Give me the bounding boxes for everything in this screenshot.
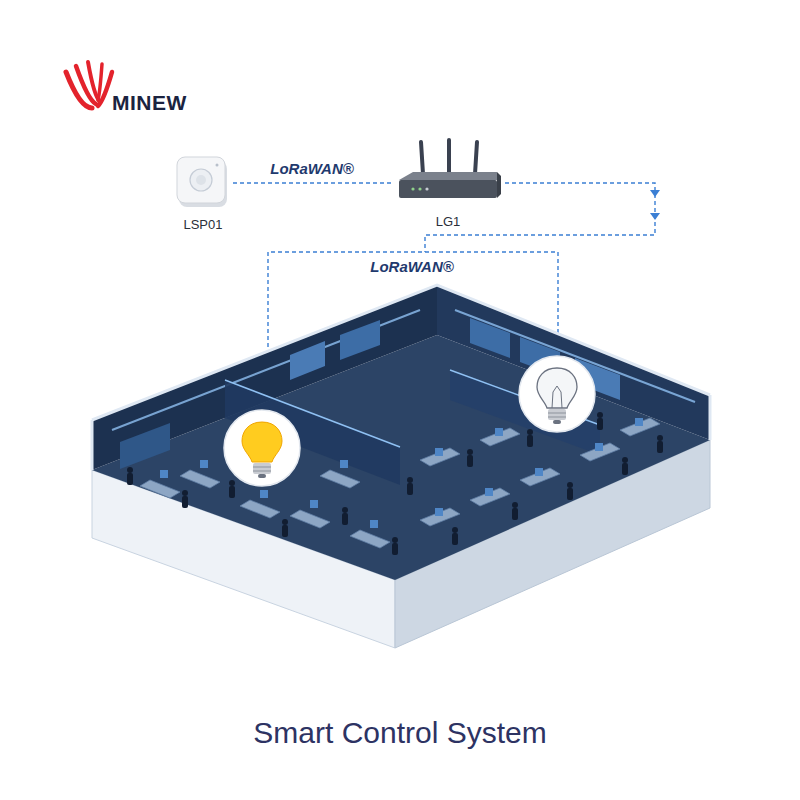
person [127, 412, 663, 555]
wire-arrowhead [650, 190, 660, 220]
logo-mark [66, 62, 112, 108]
gateway-icon [393, 138, 503, 208]
sensor-icon [175, 155, 231, 211]
light-bulb-on [224, 410, 300, 486]
sensor-device: LSP01 [175, 155, 231, 234]
gateway-device: LG1 [393, 138, 503, 231]
device-name: LG1 [436, 214, 461, 229]
wireless-link [233, 182, 391, 183]
device-icon [393, 138, 503, 208]
diagram-caption: Smart Control System [0, 716, 800, 750]
device-name: LSP01 [183, 217, 222, 232]
brand-logo-text: MINEW [112, 91, 187, 115]
protocol-label: LoRaWAN® [367, 258, 457, 275]
device-icon [175, 155, 231, 211]
building [92, 285, 710, 648]
desk [140, 408, 660, 548]
light-bulb-off [519, 356, 595, 432]
protocol-label: LoRaWAN® [267, 160, 357, 177]
